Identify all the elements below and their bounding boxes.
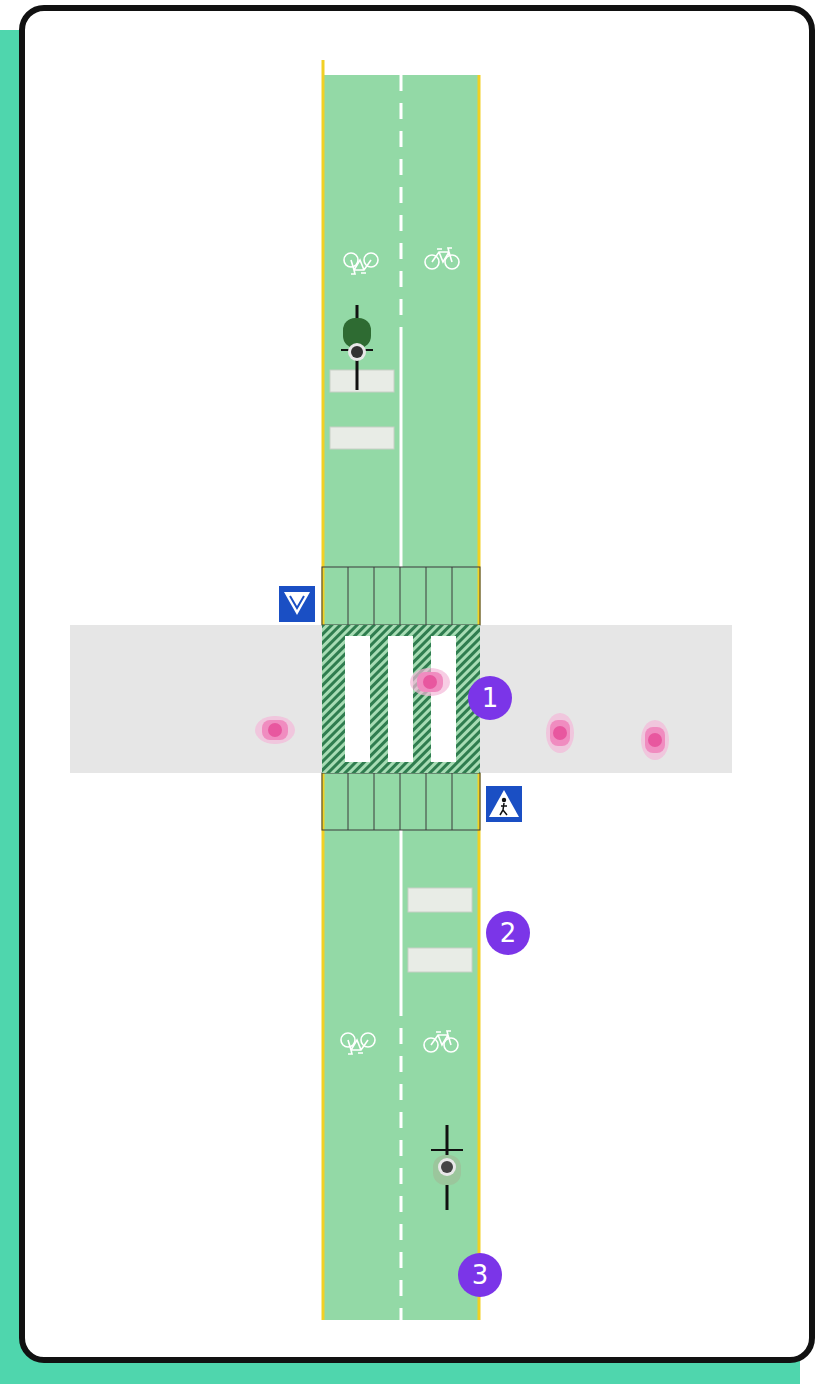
callout-number: 3 — [458, 1253, 502, 1297]
callout-number: 1 — [468, 676, 512, 720]
callout-number: 2 — [486, 911, 530, 955]
